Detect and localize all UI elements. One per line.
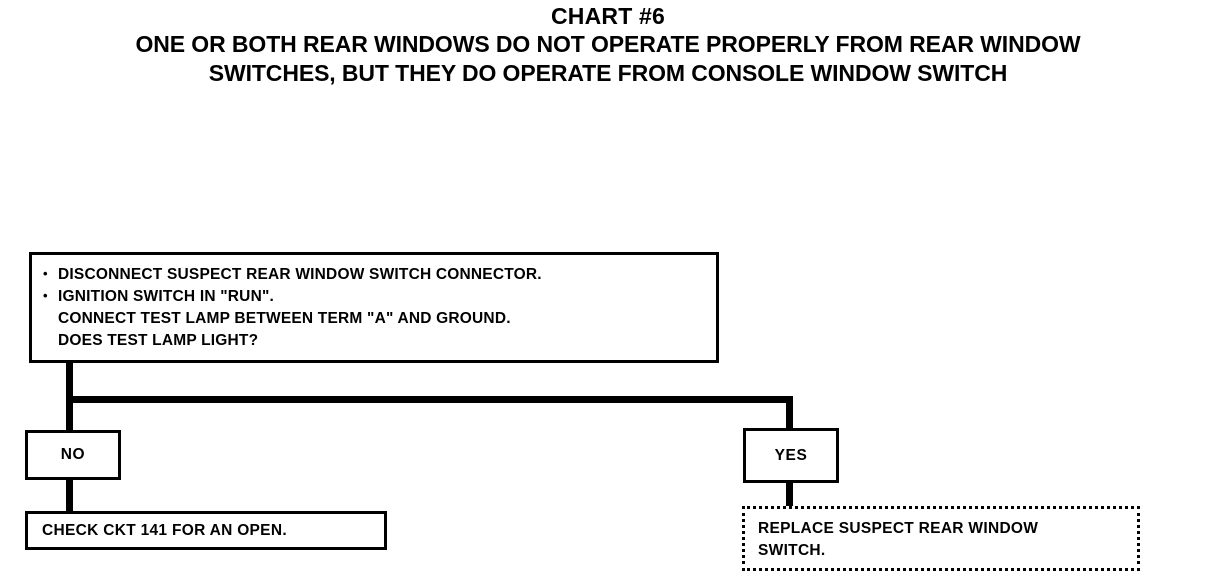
connector-yes-to-action: [786, 482, 793, 508]
connector-no-to-action: [66, 479, 73, 512]
connector-question-down: [66, 362, 73, 404]
decision-no-label: NO: [60, 446, 86, 463]
decision-yes-label: YES: [774, 446, 808, 464]
connector-to-yes-box: [786, 396, 793, 429]
decision-no-box: NO: [25, 430, 121, 480]
chart-title-block: CHART #6 ONE OR BOTH REAR WINDOWS DO NOT…: [0, 0, 1216, 88]
action-replace-switch-box: REPLACE SUSPECT REAR WINDOW SWITCH.: [742, 506, 1140, 571]
action-check-ckt-box: CHECK CKT 141 FOR AN OPEN.: [25, 511, 387, 550]
chart-title-line-2: ONE OR BOTH REAR WINDOWS DO NOT OPERATE …: [135, 31, 1081, 57]
chart-title-line-1: CHART #6: [550, 3, 666, 29]
question-step-1: DISCONNECT SUSPECT REAR WINDOW SWITCH CO…: [32, 263, 716, 286]
connector-to-no-box: [66, 400, 73, 431]
question-box: DISCONNECT SUSPECT REAR WINDOW SWITCH CO…: [29, 252, 719, 363]
question-step-3: CONNECT TEST LAMP BETWEEN TERM "A" AND G…: [58, 310, 511, 327]
chart-title-line-3: SWITCHES, BUT THEY DO OPERATE FROM CONSO…: [208, 60, 1008, 86]
connector-branch-bus: [66, 396, 793, 403]
question-step-4: DOES TEST LAMP LIGHT?: [58, 332, 259, 349]
action-replace-switch-line-1: REPLACE SUSPECT REAR WINDOW: [758, 520, 1039, 537]
decision-yes-box: YES: [743, 428, 839, 483]
action-check-ckt-label: CHECK CKT 141 FOR AN OPEN.: [42, 521, 287, 539]
action-replace-switch-line-2: SWITCH.: [758, 542, 826, 559]
question-step-2: IGNITION SWITCH IN "RUN".: [32, 285, 716, 308]
